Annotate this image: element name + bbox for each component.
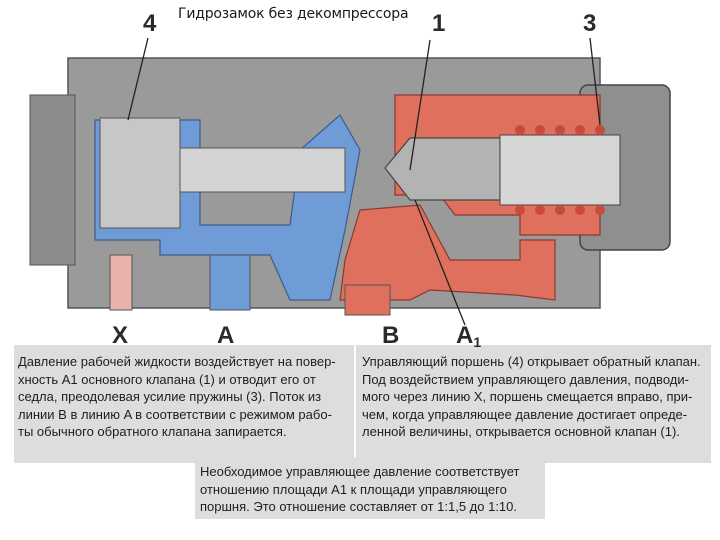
text-panel-right xyxy=(356,345,711,463)
callout-a1-subscript: 1 xyxy=(473,334,482,350)
spring xyxy=(515,125,605,215)
port-x xyxy=(109,254,133,311)
text-right-line: Управляющий поршень (4) открывает обратн… xyxy=(362,354,701,369)
callout-x: X xyxy=(112,322,129,349)
text-left-line: седла, преодолевая усилие пружины (3). П… xyxy=(18,389,322,404)
pilot-piston-rod xyxy=(179,147,346,193)
text-right-line: Под воздействием управляющего давления, … xyxy=(362,371,689,387)
text-panel-bottom xyxy=(195,457,545,519)
text-left-line: хность A1 основного клапана (1) и отводи… xyxy=(18,371,316,387)
text-bottom-line: Необходимое управляющее давление соответ… xyxy=(200,464,520,479)
text-block-bottom: Необходимое управляющее давление соответ… xyxy=(200,463,542,516)
callout-4: 4 xyxy=(143,10,157,37)
text-block-left: Давление рабочей жидкости воздействует н… xyxy=(18,353,354,441)
callout-1: 1 xyxy=(432,10,446,37)
text-left-line: линии B в линию A в соответствии с режим… xyxy=(18,406,332,422)
callout-3: 3 xyxy=(583,10,597,37)
text-right-line: чем, когда управляющее давление достигае… xyxy=(362,406,688,422)
text-left-line: Давление рабочей жидкости воздействует н… xyxy=(18,354,336,369)
housing-cap-left xyxy=(29,94,76,266)
text-right-line: ленной величины, открывается основной кл… xyxy=(362,424,680,439)
page-title: Гидрозамок без декомпрессора xyxy=(178,6,409,22)
text-right-line: мого через линию X, поршень смещается вп… xyxy=(362,389,693,404)
text-panel-left xyxy=(14,345,354,463)
callout-a1-letter: A xyxy=(456,322,474,349)
leader-lines xyxy=(127,37,601,326)
callout-a1: A1 xyxy=(456,322,481,350)
callout-b: B xyxy=(382,322,400,349)
text-bottom-line: отношению площади A1 к площади управляющ… xyxy=(200,481,507,497)
text-left-line: ты обычного обратного клапана запирается… xyxy=(18,424,287,439)
pressure-fluid-chamber xyxy=(339,204,556,301)
callout-a: A xyxy=(217,322,235,349)
text-bottom-line: поршня. Это отношение составляет от 1:1,… xyxy=(200,499,518,514)
main-valve-poppet xyxy=(384,137,501,201)
port-a xyxy=(209,254,251,311)
pilot-piston xyxy=(99,117,181,229)
port-b xyxy=(344,284,391,316)
text-block-right: Управляющий поршень (4) открывает обратн… xyxy=(362,353,711,441)
spring-retainer xyxy=(499,134,621,206)
